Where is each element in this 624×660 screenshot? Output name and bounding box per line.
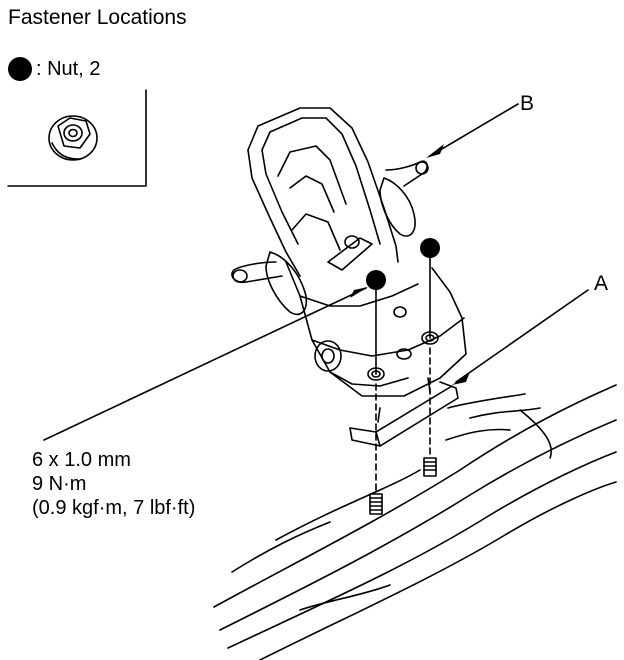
callout-a-arrowhead <box>452 372 470 385</box>
mounting-bracket <box>349 377 459 447</box>
legend-text: : Nut, 2 <box>36 57 101 80</box>
nut-symbol-icon <box>8 57 32 81</box>
stud-bolts <box>369 457 437 515</box>
inset-frame <box>7 89 147 187</box>
nut-alignment-lines <box>375 257 431 495</box>
bolt-size-text: 6 x 1.0 mm <box>32 449 131 471</box>
spec-arrowhead <box>350 287 368 298</box>
callout-b-leader <box>429 103 519 157</box>
torque-spec: 6 x 1.0 mm 9 N·m (0.9 kgf·m, 7 lbf·ft) <box>32 448 195 520</box>
nut-marker-right <box>420 238 440 258</box>
spec-leader <box>43 287 367 441</box>
callout-a-leader <box>455 289 589 383</box>
latch-assembly <box>231 107 467 397</box>
body-panel-outline <box>213 384 617 660</box>
diagram-title: Fastener Locations <box>8 6 187 29</box>
nut-marker-left <box>366 270 386 290</box>
callout-b-arrowhead <box>426 144 444 158</box>
torque-nm-text: 9 N·m <box>32 473 87 495</box>
fastener-legend: : Nut, 2 <box>8 56 100 82</box>
torque-alt-units-text: (0.9 kgf·m, 7 lbf·ft) <box>32 497 196 519</box>
callout-a-label: A <box>594 272 609 295</box>
callout-b-label: B <box>520 92 535 115</box>
flange-nut-icon <box>48 115 98 161</box>
